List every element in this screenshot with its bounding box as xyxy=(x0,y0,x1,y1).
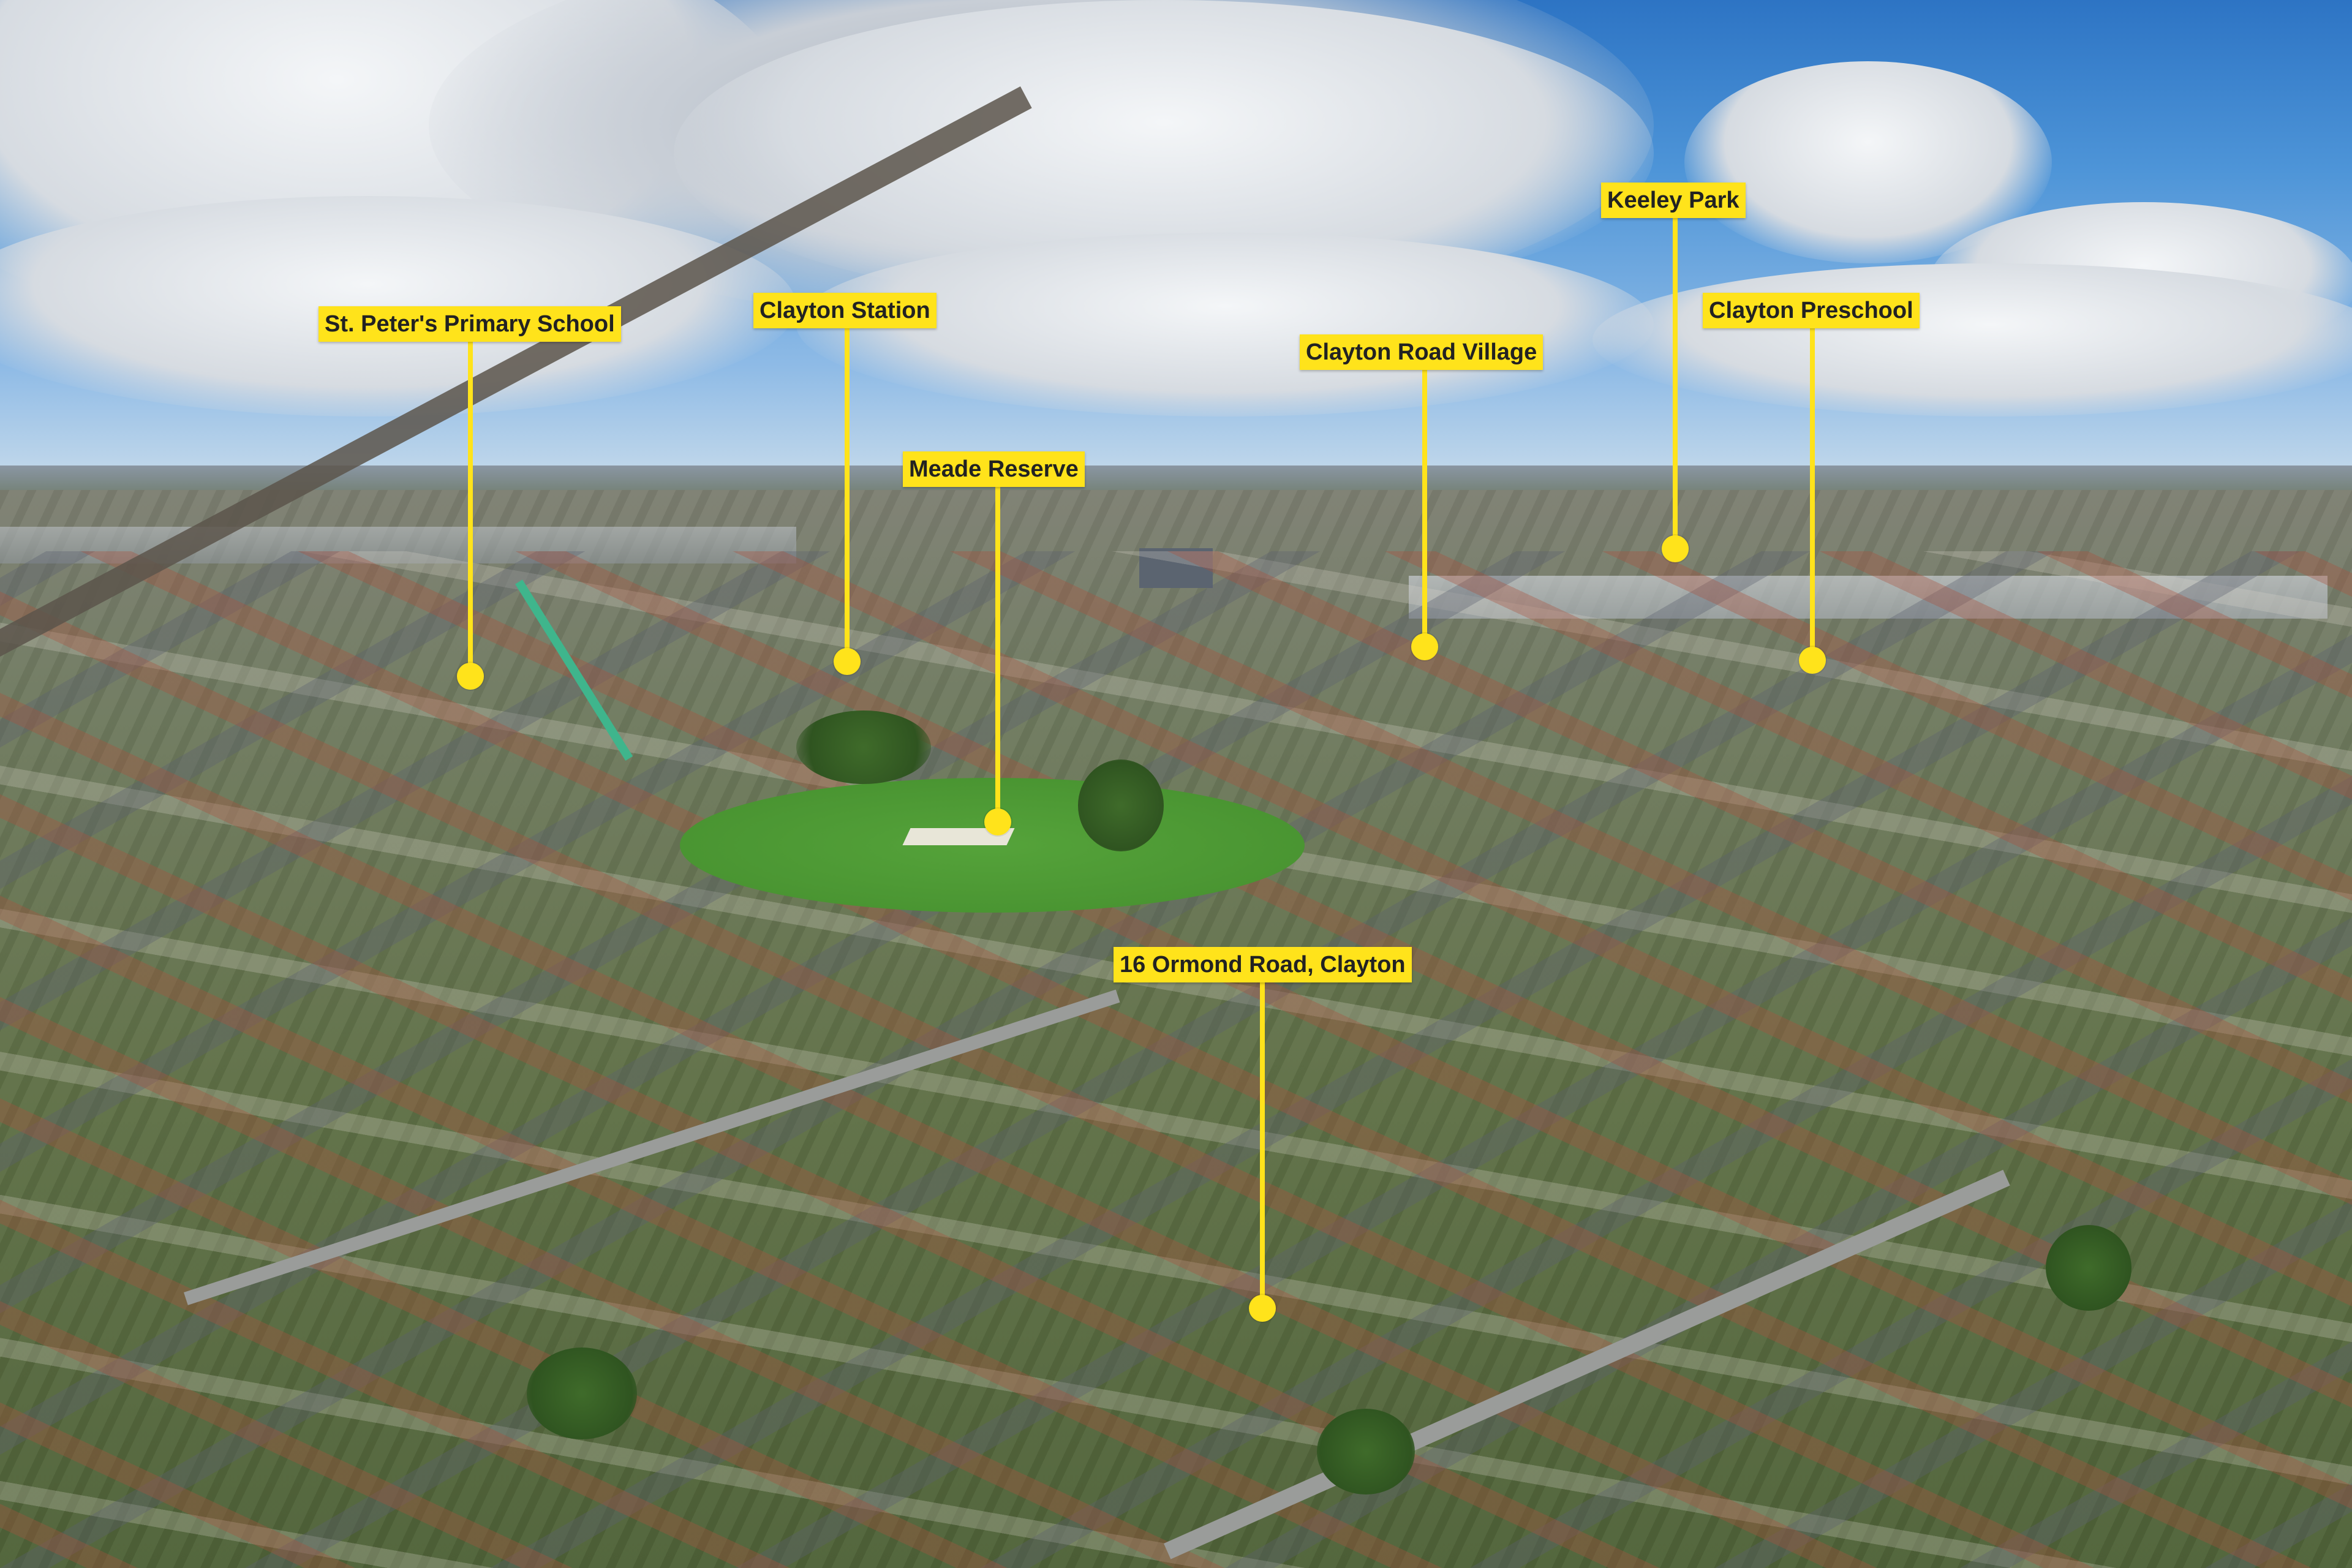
industrial-area xyxy=(1409,576,2328,619)
trees xyxy=(2046,1225,2132,1311)
trees xyxy=(527,1348,637,1439)
trees xyxy=(1078,760,1164,851)
sports-oval xyxy=(680,778,1305,913)
marker-label-meade-reserve: Meade Reserve xyxy=(903,451,1085,487)
marker-line xyxy=(1422,368,1427,649)
marker-dot xyxy=(1249,1295,1276,1322)
marker-dot xyxy=(1411,633,1438,660)
marker-label-keeley-park: Keeley Park xyxy=(1601,183,1746,218)
industrial-area xyxy=(0,527,796,564)
marker-line xyxy=(995,484,1000,827)
marker-label-clayton-road-village: Clayton Road Village xyxy=(1300,334,1544,370)
marker-label-st-peters: St. Peter's Primary School xyxy=(318,306,621,342)
marker-dot xyxy=(984,809,1011,835)
marker-label-property: 16 Ormond Road, Clayton xyxy=(1114,947,1412,982)
marker-label-clayton-preschool: Clayton Preschool xyxy=(1703,293,1920,328)
marker-line xyxy=(1810,326,1815,663)
house-roofs xyxy=(0,551,2352,1568)
suburb-ground xyxy=(0,490,2352,1568)
marker-line xyxy=(1260,980,1265,1311)
trees xyxy=(1317,1409,1415,1494)
marker-dot xyxy=(834,648,861,675)
marker-line xyxy=(845,326,850,663)
marker-label-clayton-station: Clayton Station xyxy=(753,293,937,328)
marker-line xyxy=(468,339,473,676)
marker-dot xyxy=(1662,535,1689,562)
office-building xyxy=(1139,548,1213,588)
marker-dot xyxy=(1799,647,1826,674)
trees xyxy=(796,710,931,784)
marker-dot xyxy=(457,663,484,690)
cloud xyxy=(796,233,1654,417)
marker-line xyxy=(1673,216,1678,546)
cloud xyxy=(1593,263,2352,417)
